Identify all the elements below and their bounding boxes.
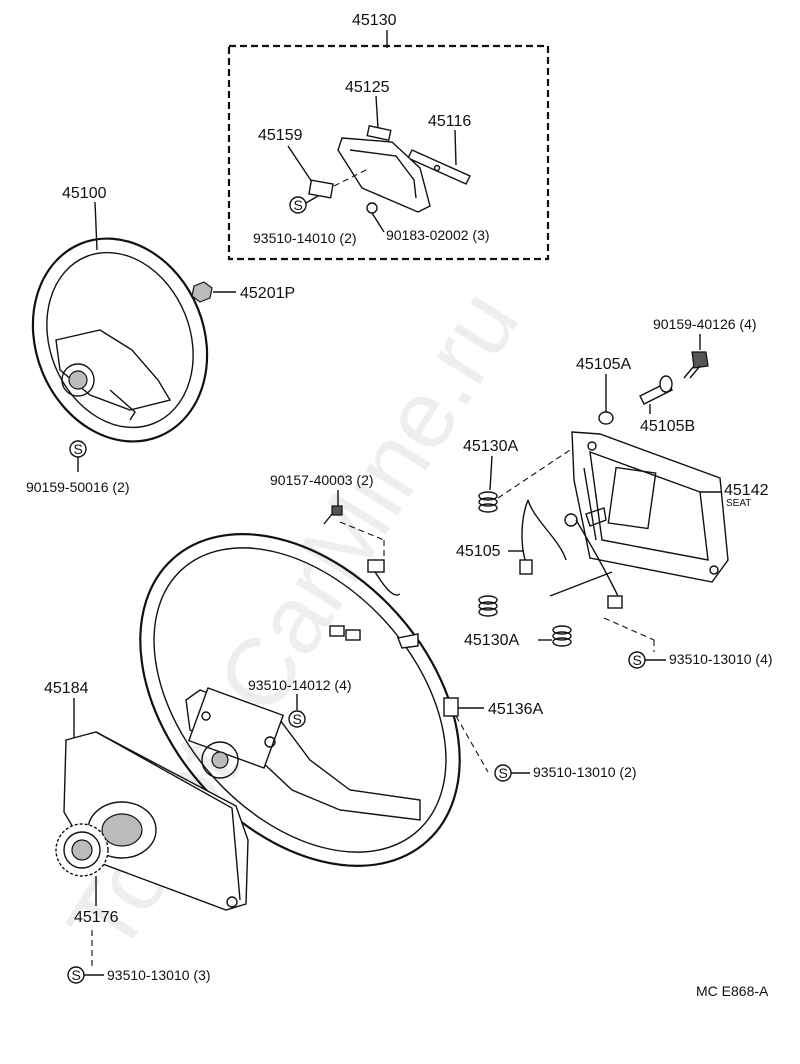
- part-90183-02002: [366, 202, 378, 214]
- label-45142-note: SEAT: [726, 498, 751, 509]
- part-90157-40003-screw: [323, 505, 343, 525]
- label-93510-13010-3: 93510-13010 (3): [107, 967, 211, 983]
- part-45100-steering-wheel: [31, 237, 209, 443]
- s-mark-4-letter: S: [293, 711, 302, 727]
- part-45116-hole: [433, 164, 441, 172]
- part-45184-cover: [63, 731, 249, 911]
- label-45130A-top: 45130A: [463, 438, 518, 455]
- label-45130: 45130: [352, 12, 397, 29]
- part-horn-pad-inner: [349, 149, 417, 199]
- part-45105-wire: [519, 499, 623, 609]
- label-45130A-bottom: 45130A: [464, 632, 519, 649]
- dash-45136A: [455, 715, 489, 773]
- part-45105B-pin: [639, 375, 673, 405]
- s-mark-3-letter: S: [633, 652, 642, 668]
- part-45130A-spring-bottom-right: [552, 625, 572, 647]
- part-45142-seat-plate: [571, 431, 729, 583]
- group-box-45130: [227, 44, 550, 261]
- label-90159-50016: 90159-50016 (2): [26, 479, 130, 495]
- label-93510-13010-4: 93510-13010 (4): [669, 651, 773, 667]
- leader-45100: [94, 201, 98, 251]
- label-45201P: 45201P: [240, 285, 295, 302]
- dash-93510-13010-4: [603, 617, 655, 641]
- leader-45159: [287, 145, 313, 183]
- leader-45116: [454, 129, 457, 166]
- label-45176: 45176: [74, 909, 119, 926]
- diagram-code: MC E868-A: [696, 983, 769, 999]
- part-90159-40126-screw: [683, 351, 709, 379]
- label-45100: 45100: [62, 185, 107, 202]
- part-45105A-washer: [598, 411, 614, 425]
- label-45184: 45184: [44, 680, 89, 697]
- label-45125: 45125: [345, 79, 390, 96]
- label-93510-14010: 93510-14010 (2): [253, 230, 357, 246]
- s-mark-4: [288, 710, 306, 728]
- label-93510-14012: 93510-14012 (4): [248, 677, 352, 693]
- label-45105: 45105: [456, 543, 501, 560]
- s-mark-2-letter: S: [74, 441, 83, 457]
- part-steering-wheel-main: [139, 533, 461, 867]
- s-mark-1-letter: S: [294, 197, 303, 213]
- dash-45159: [333, 167, 371, 187]
- part-45125-pad: [366, 124, 392, 142]
- s-mark-1: [289, 196, 307, 214]
- leader-45125: [375, 95, 379, 129]
- label-90159-40126: 90159-40126 (4): [653, 316, 757, 332]
- s-mark-6-letter: S: [72, 967, 81, 983]
- dash-90157: [339, 521, 385, 541]
- label-90157-40003: 90157-40003 (2): [270, 472, 374, 488]
- label-90183-02002: 90183-02002 (3): [386, 227, 490, 243]
- label-45159: 45159: [258, 127, 303, 144]
- part-45130A-spring-bottom-left: [478, 595, 498, 617]
- part-45130A-spring-top: [478, 491, 498, 513]
- s-mark-5-letter: S: [499, 765, 508, 781]
- leader-45130A-top: [489, 455, 493, 491]
- leader-90183: [371, 212, 385, 233]
- label-45136A: 45136A: [488, 701, 543, 718]
- part-horn-pad: [337, 137, 431, 213]
- leader-s-1: [305, 195, 319, 204]
- dash-45130A-top: [497, 449, 571, 499]
- label-45105B: 45105B: [640, 418, 695, 435]
- part-45201P-nut: [191, 281, 213, 303]
- label-45142: 45142: [724, 482, 769, 499]
- label-45116: 45116: [428, 113, 471, 130]
- part-45159-contact: [308, 179, 334, 199]
- part-45176-gear-ring: [55, 823, 109, 877]
- label-45105A: 45105A: [576, 356, 631, 373]
- label-93510-13010-2: 93510-13010 (2): [533, 764, 637, 780]
